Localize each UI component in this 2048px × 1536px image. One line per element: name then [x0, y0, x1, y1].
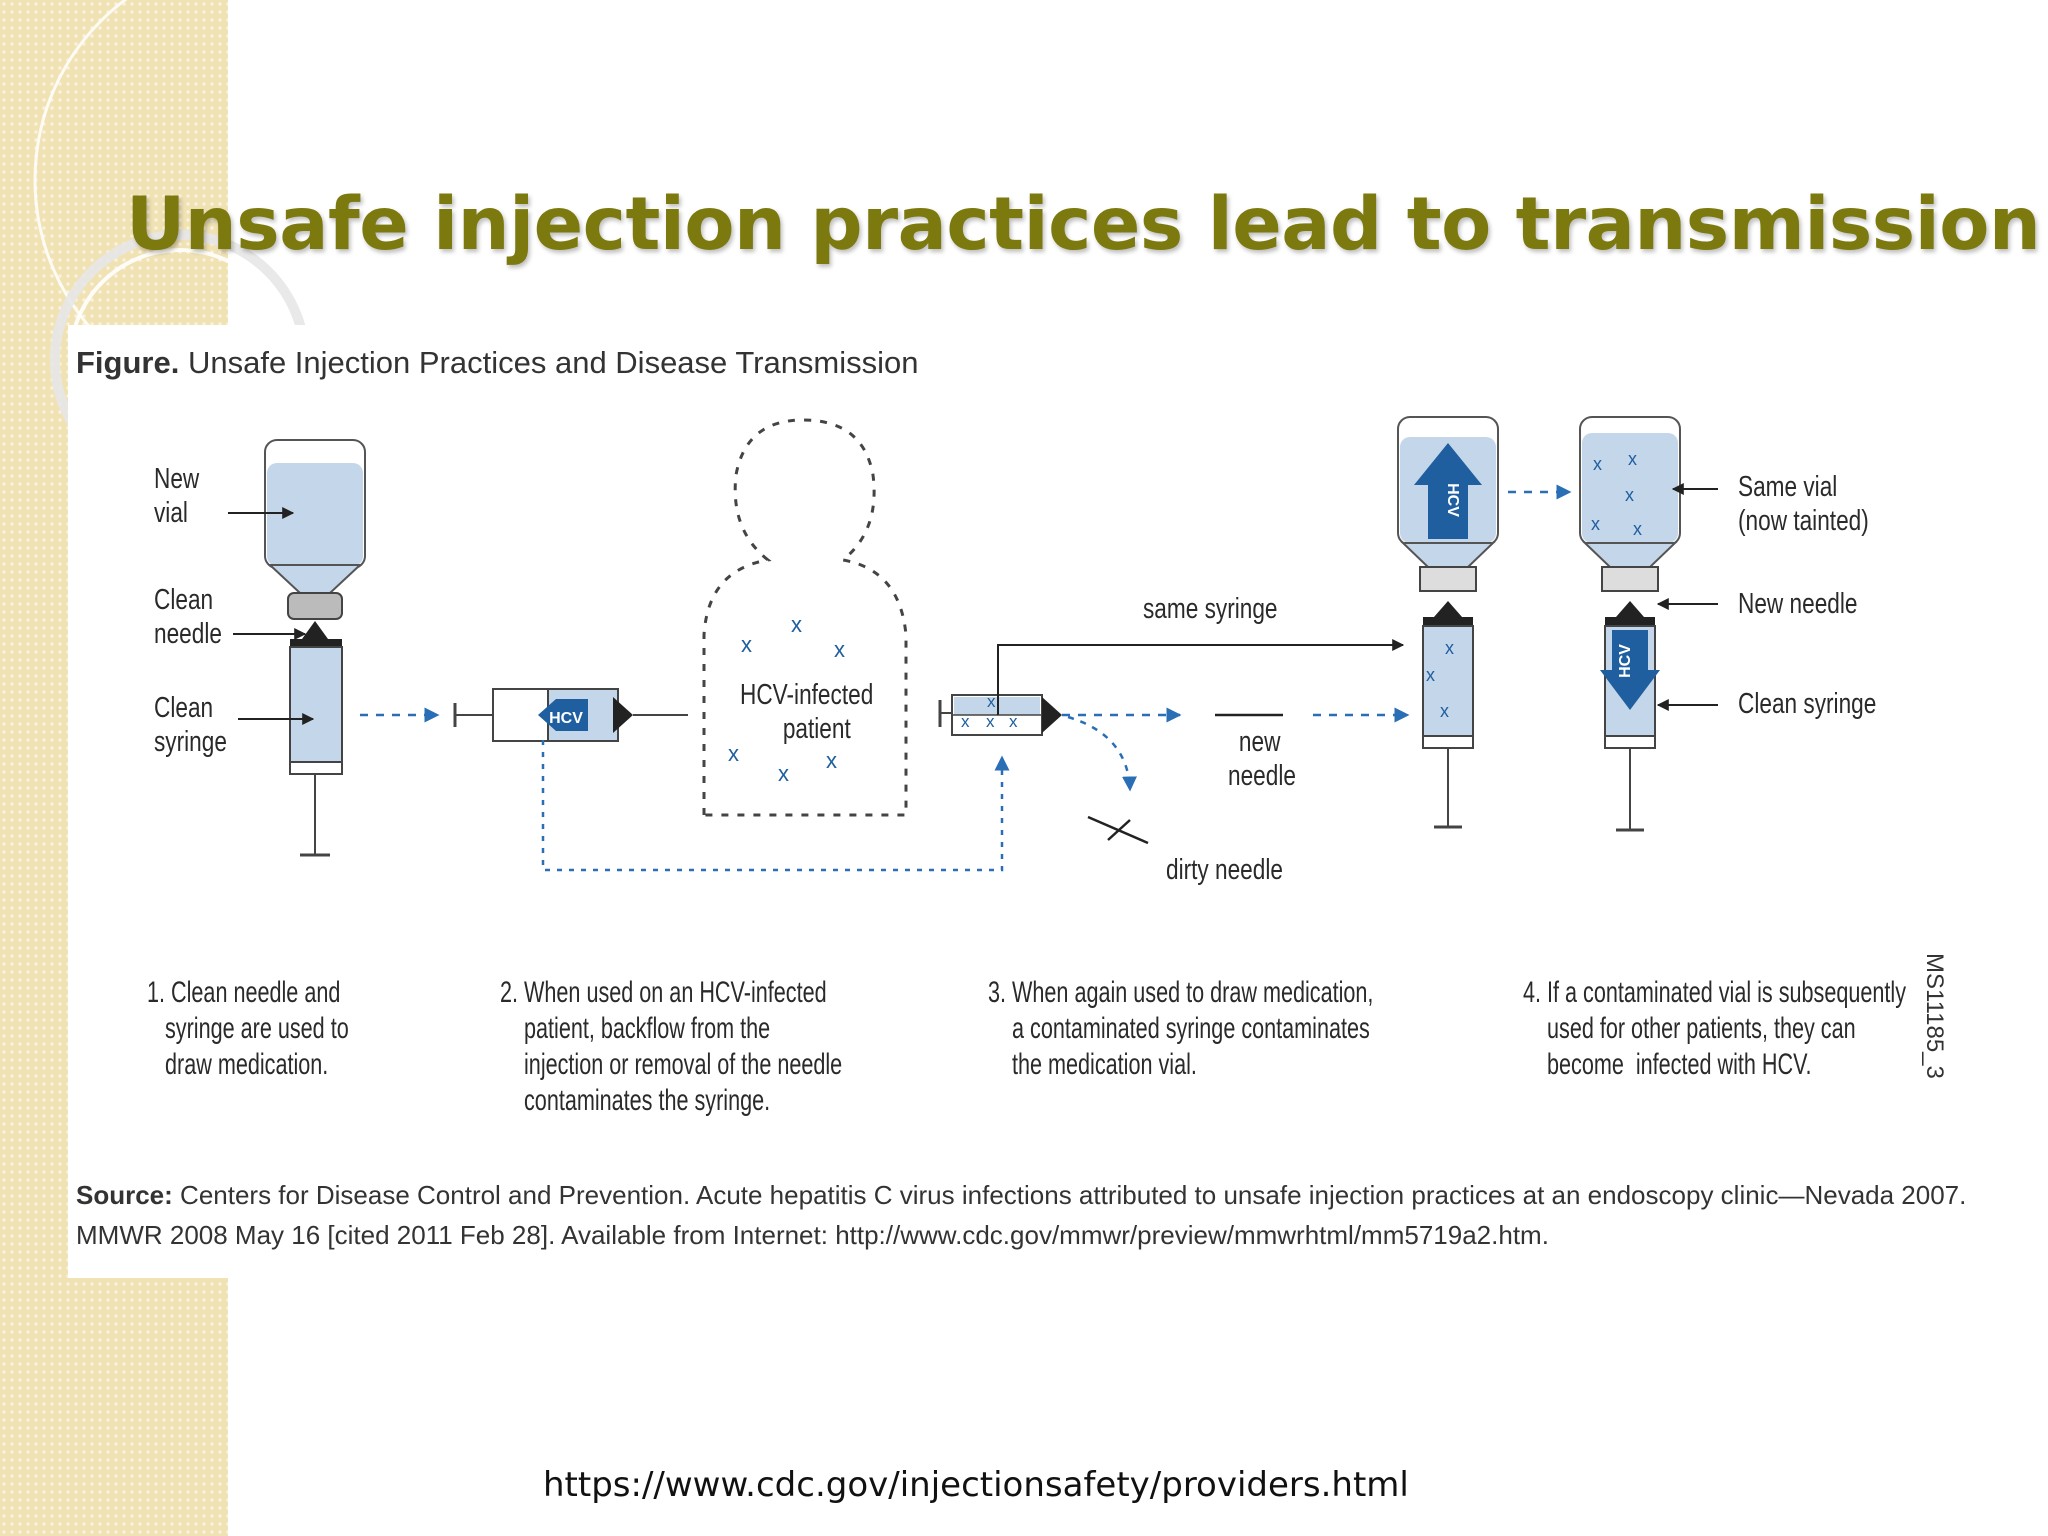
hcv-up-label: HCV	[1444, 483, 1461, 517]
svg-text:x: x	[987, 692, 996, 711]
figure-source: Source: Centers for Disease Control and …	[76, 1180, 1967, 1250]
contamination-marks: x x x x x x x x x x x x x x x x x x	[728, 449, 1642, 786]
tainted-vial	[1579, 416, 1681, 592]
step-3-caption: 3. When again used to draw medication, a…	[988, 976, 1374, 1081]
svg-text:x: x	[1593, 454, 1602, 474]
figure-code: MS11185_3	[1921, 953, 1948, 1079]
svg-text:x: x	[826, 748, 837, 773]
svg-text:x: x	[1440, 701, 1449, 721]
clean-syringe	[289, 621, 343, 857]
label-dirty-needle: dirty needle	[1166, 854, 1283, 886]
figure-title: Figure. Unsafe Injection Practices and D…	[76, 345, 919, 380]
step-2-caption: 2. When used on an HCV-infected patient,…	[500, 976, 843, 1117]
label-same-syringe: same syringe	[1143, 593, 1278, 625]
syringe-drawing-medication	[1422, 601, 1474, 829]
source-url: https://www.cdc.gov/injectionsafety/prov…	[543, 1465, 1409, 1505]
svg-text:x: x	[1591, 514, 1600, 534]
patient-outline	[702, 418, 908, 817]
new-vial	[264, 439, 366, 620]
hcv-syringe: HCV	[453, 688, 688, 742]
transmission-diagram: HCV HCV	[228, 416, 1718, 872]
step-1-caption: 1. Clean needle and syringe are used to …	[147, 976, 349, 1081]
label-new-needle-right: New needle	[1738, 588, 1858, 620]
hcv-badge-label: HCV	[549, 710, 583, 727]
step-4-caption: 4. If a contaminated vial is subsequentl…	[1523, 976, 1907, 1081]
svg-text:x: x	[1625, 485, 1634, 505]
label-clean-syringe-right: Clean syringe	[1738, 688, 1877, 720]
hcv-down-label: HCV	[1617, 644, 1634, 678]
label-same-vial: Same vial(now tainted)	[1738, 471, 1869, 537]
svg-text:x: x	[741, 632, 752, 657]
svg-text:x: x	[728, 741, 739, 766]
contaminated-syringe	[938, 694, 1062, 736]
contaminated-vial: HCV	[1397, 416, 1499, 592]
svg-text:x: x	[1426, 665, 1435, 685]
new-syringe-right: HCV	[1600, 601, 1660, 832]
svg-text:x: x	[961, 712, 970, 731]
dirty-needle-icon	[1087, 815, 1149, 845]
svg-text:x: x	[986, 712, 995, 731]
svg-text:x: x	[791, 612, 802, 637]
svg-text:x: x	[1628, 449, 1637, 469]
svg-text:x: x	[778, 761, 789, 786]
svg-text:x: x	[1445, 638, 1454, 658]
figure-panel: Figure. Unsafe Injection Practices and D…	[68, 325, 1966, 1278]
svg-text:x: x	[834, 637, 845, 662]
svg-text:x: x	[1633, 519, 1642, 539]
svg-text:x: x	[1009, 712, 1018, 731]
slide-title: Unsafe injection practices lead to trans…	[126, 182, 2041, 267]
